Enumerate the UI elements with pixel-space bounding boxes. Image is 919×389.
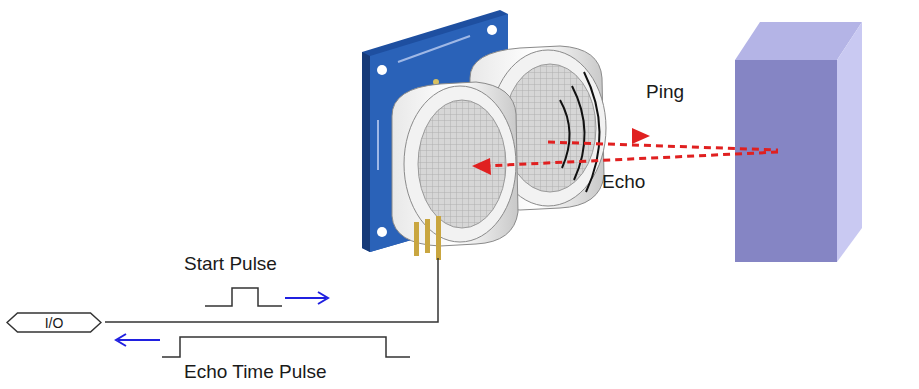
port-label: I/O xyxy=(6,316,102,330)
echo-arrowhead xyxy=(472,158,491,175)
echo-pulse-waveform xyxy=(162,337,410,357)
signal-label: Start Pulse xyxy=(184,254,277,273)
signal-label: Echo Time Pulse xyxy=(184,362,327,381)
signal-label: Echo xyxy=(602,172,645,191)
signal-label: Ping xyxy=(646,82,684,101)
sound-waves xyxy=(560,72,600,192)
sensor-pins xyxy=(414,216,441,260)
echo-pulse-arrow xyxy=(116,334,160,346)
ping-arrowhead xyxy=(632,128,650,144)
io-port-box: I/O xyxy=(6,312,102,333)
start-pulse-arrow xyxy=(285,292,328,304)
target-block xyxy=(735,22,862,262)
start-pulse-waveform xyxy=(205,288,282,306)
port-hexagon xyxy=(7,313,101,332)
ping-echo-arrows xyxy=(484,142,778,166)
